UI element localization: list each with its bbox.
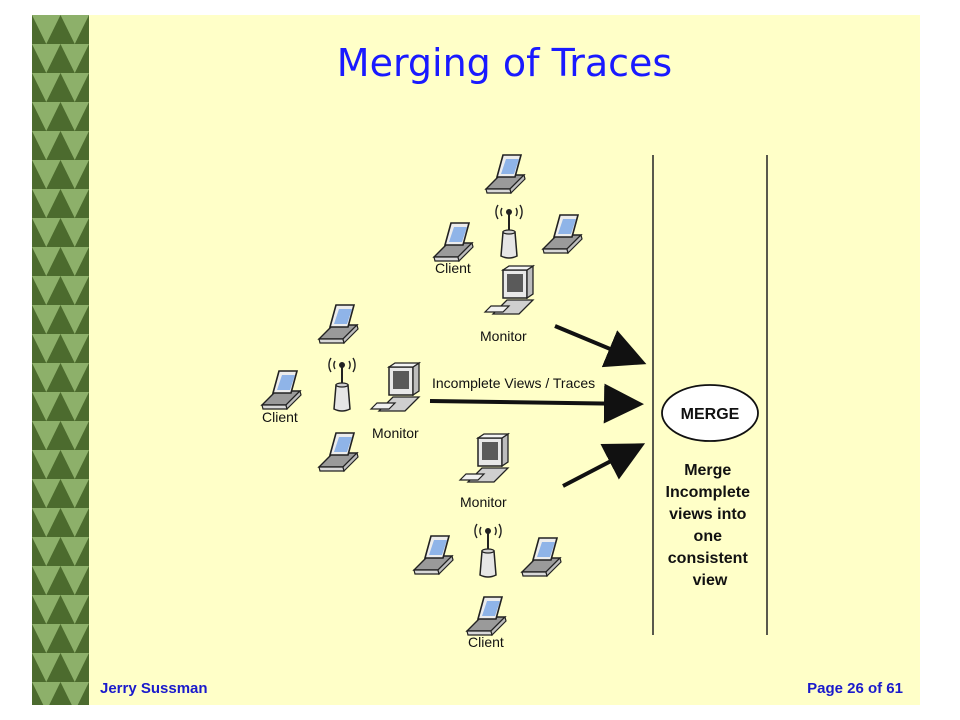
arrow-top	[554, 324, 647, 368]
monitor-label: Monitor	[460, 494, 507, 510]
laptop-icon	[542, 214, 583, 254]
footer-author: Jerry Sussman	[100, 680, 208, 697]
network-diagram: Client Monitor Client Monitor Incomplete…	[261, 154, 768, 650]
merge-caption: Merge Incomplete views into one consiste…	[666, 462, 755, 589]
client-label: Client	[262, 409, 298, 425]
slide-title: Merging of Traces	[336, 41, 673, 85]
traces-label: Incomplete Views / Traces	[432, 375, 595, 391]
caption-line: one	[694, 528, 723, 545]
laptop-icon	[318, 304, 359, 344]
access-point-icon	[494, 204, 524, 259]
caption-line: Merge	[684, 462, 731, 479]
laptop-icon	[466, 596, 507, 636]
monitor-icon	[484, 265, 534, 315]
monitor-icon	[459, 433, 509, 483]
access-point-icon	[473, 523, 503, 578]
monitor-label: Monitor	[480, 328, 527, 344]
laptop-icon	[413, 535, 454, 575]
caption-line: Incomplete	[666, 484, 751, 501]
laptop-icon	[521, 537, 562, 577]
caption-line: views into	[669, 506, 747, 523]
arrow-middle	[429, 383, 644, 424]
footer-page-number: Page 26 of 61	[807, 680, 903, 697]
slide: Client Monitor Client Monitor Incomplete…	[32, 15, 920, 705]
caption-line: view	[693, 572, 728, 589]
access-point-icon	[327, 357, 357, 412]
decorative-stripe	[32, 15, 89, 705]
laptop-icon	[433, 222, 474, 262]
client-label: Client	[435, 260, 471, 276]
laptop-icon	[485, 154, 526, 194]
merge-node	[661, 384, 759, 442]
client-label: Client	[468, 634, 504, 650]
laptop-icon	[318, 432, 359, 472]
monitor-label: Monitor	[372, 425, 419, 441]
merge-label: MERGE	[681, 406, 740, 423]
caption-line: consistent	[668, 550, 749, 567]
arrow-bottom	[562, 443, 646, 488]
laptop-icon	[261, 370, 302, 410]
monitor-icon	[370, 362, 420, 412]
